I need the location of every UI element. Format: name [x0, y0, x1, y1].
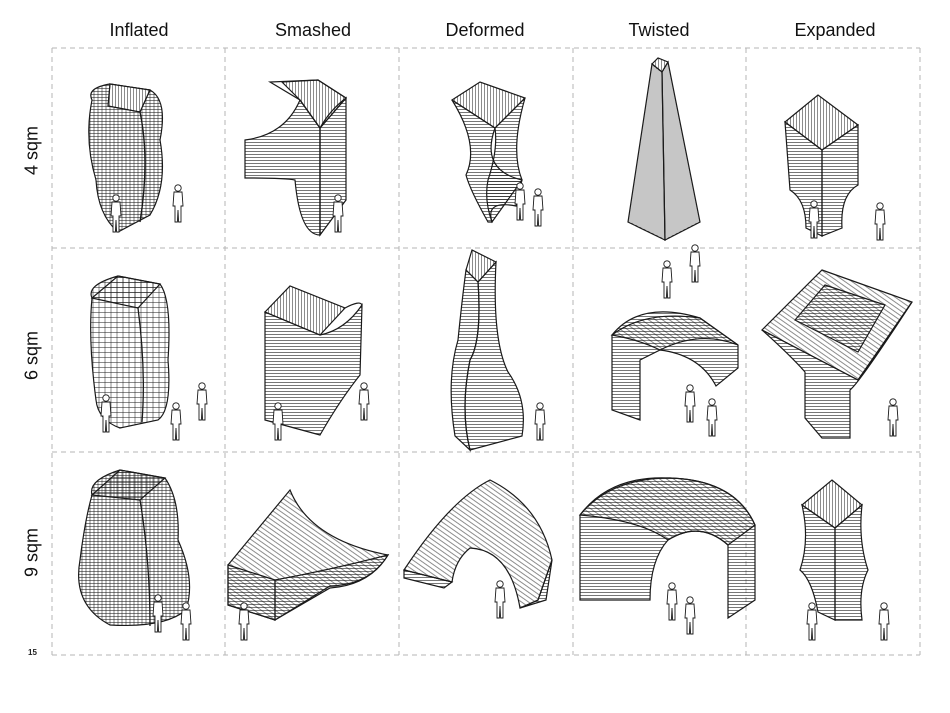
human-scale-figure [878, 602, 890, 641]
human-scale-figure [684, 596, 696, 635]
smashed-4sqm [244, 79, 348, 237]
human-scale-figure [532, 188, 544, 227]
expanded-6sqm [760, 269, 913, 439]
human-scale-figure [806, 602, 818, 641]
column-header-inflated: Inflated [109, 20, 169, 40]
human-scale-figure [887, 398, 899, 437]
grid-lines [51, 47, 921, 656]
smashed-6sqm [263, 285, 363, 436]
human-scale-figure [684, 384, 696, 423]
human-scale-figure [706, 398, 718, 437]
expanded-4sqm [784, 94, 860, 237]
twisted-9sqm [578, 477, 756, 620]
human-scale-figure [172, 184, 184, 223]
column-header-smashed: Smashed [274, 20, 352, 40]
column-header-twisted: Twisted [628, 20, 690, 40]
human-scale-figure [689, 244, 701, 283]
deformed-4sqm [450, 81, 527, 224]
human-scale-figure [661, 260, 673, 299]
column-header-deformed: Deformed [445, 20, 525, 40]
page-number: 15 [28, 648, 37, 657]
inflated-4sqm [88, 83, 164, 233]
inflated-6sqm [90, 275, 170, 429]
column-header-expanded: Expanded [794, 20, 876, 40]
deformed-9sqm [403, 479, 553, 609]
inflated-9sqm [78, 469, 191, 627]
human-scale-figure [170, 402, 182, 441]
human-scale-figure [358, 382, 370, 421]
expanded-9sqm [799, 479, 869, 621]
human-scale-figure [534, 402, 546, 441]
human-scale-figure [666, 582, 678, 621]
human-scale-figure [494, 580, 506, 619]
smashed-9sqm [227, 488, 390, 622]
human-scale-figure [196, 382, 208, 421]
human-scale-figure [874, 202, 886, 241]
deformed-6sqm [450, 249, 524, 452]
twisted-4sqm [627, 57, 701, 241]
twisted-6sqm [610, 311, 739, 421]
